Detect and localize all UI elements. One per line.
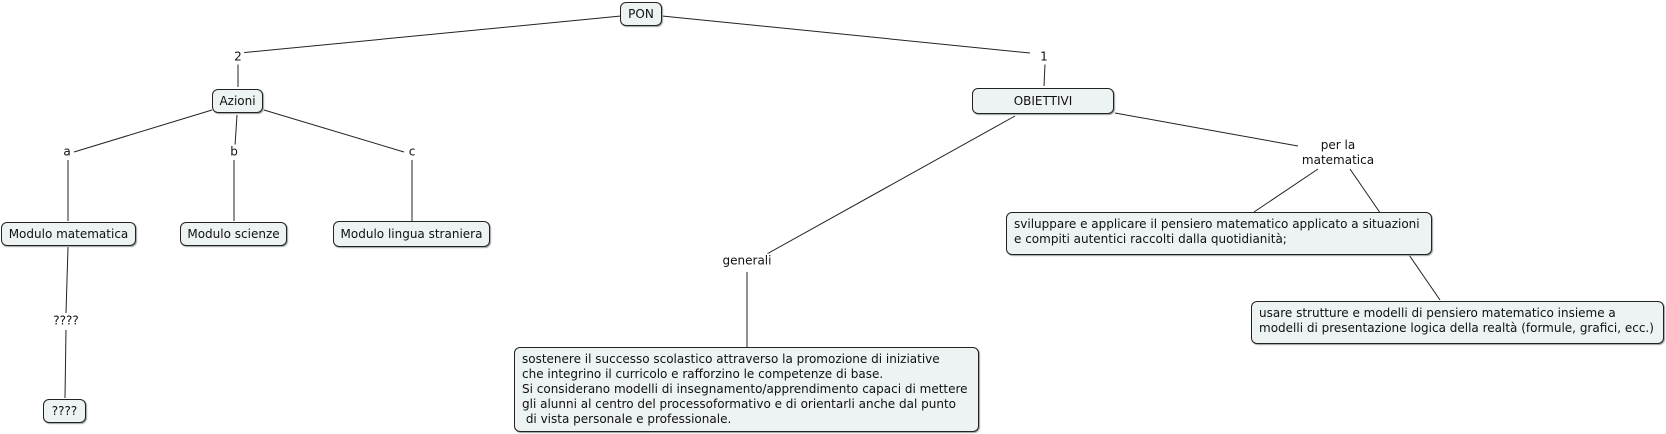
connector-azioni-to-c bbox=[263, 109, 405, 153]
connector-pon-to-1 bbox=[661, 15, 1031, 54]
node-modulo-scienze[interactable]: Modulo scienze bbox=[180, 222, 287, 246]
node-obiettivi-generali[interactable]: sostenere il successo scolastico attrave… bbox=[514, 347, 979, 432]
node-modulo-matematica[interactable]: Modulo matematica bbox=[1, 222, 136, 246]
connector-obiettivi-to-generali bbox=[764, 115, 1016, 256]
link-label-a: a bbox=[61, 144, 73, 160]
link-label-per-la-matematica: per la matematica bbox=[1299, 138, 1377, 168]
node-modulo-lingua-straniera[interactable]: Modulo lingua straniera bbox=[333, 221, 490, 247]
connector-azioni-to-b bbox=[234, 114, 238, 147]
connector-1-to-obiettivi bbox=[1043, 63, 1046, 87]
link-label-unknown: ???? bbox=[51, 313, 81, 329]
connector-per-la-matematica-to-box-1 bbox=[1253, 168, 1319, 213]
connector-pon-to-2 bbox=[239, 15, 622, 54]
node-unknown[interactable]: ???? bbox=[43, 399, 86, 423]
connector-unknown-label-to-unknown-node bbox=[64, 329, 67, 399]
link-label-2: 2 bbox=[232, 49, 244, 65]
link-label-1: 1 bbox=[1038, 49, 1050, 65]
link-label-b: b bbox=[228, 144, 240, 160]
connector-modulo-matematica-to-unknown-label bbox=[65, 246, 69, 314]
node-obiettivi-matematica-1[interactable]: sviluppare e applicare il pensiero matem… bbox=[1006, 212, 1432, 255]
link-label-c: c bbox=[406, 144, 418, 160]
node-obiettivi[interactable]: OBIETTIVI bbox=[972, 88, 1114, 114]
node-obiettivi-matematica-2[interactable]: usare strutture e modelli di pensiero ma… bbox=[1251, 301, 1664, 344]
node-pon[interactable]: PON bbox=[620, 2, 662, 26]
node-azioni[interactable]: Azioni bbox=[212, 89, 263, 113]
connector-obiettivi-to-per-la-matematica bbox=[1114, 112, 1299, 147]
connector-azioni-to-a bbox=[73, 109, 213, 153]
link-label-generali: generali bbox=[720, 253, 774, 269]
